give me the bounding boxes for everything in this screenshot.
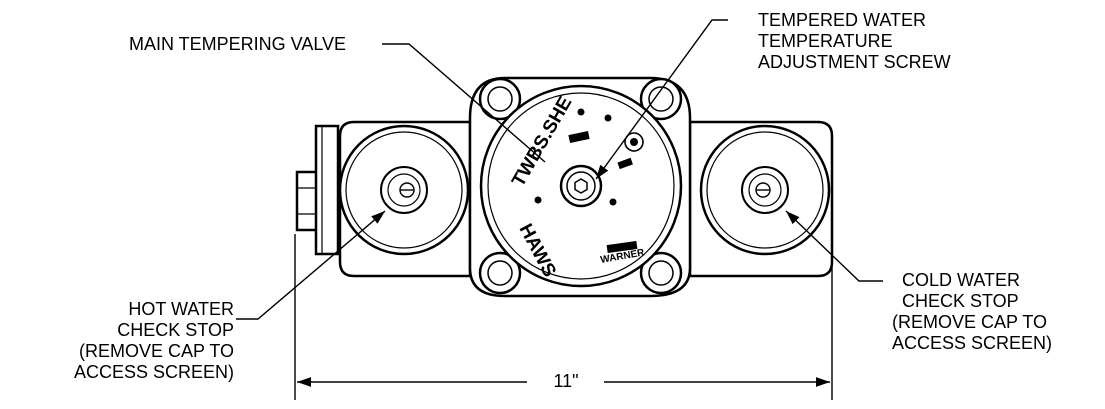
cold-check-stop — [699, 124, 831, 256]
dimension-line — [294, 234, 833, 400]
callout-line: COLD WATER — [902, 270, 1021, 290]
callout-line: CHECK STOP — [902, 291, 1019, 311]
callout-line: (REMOVE CAP TO — [78, 341, 234, 361]
callout-line: HOT WATER — [128, 299, 234, 319]
callout-line: CHECK STOP — [117, 320, 234, 340]
tempered-water-callout: TEMPERED WATER TEMPERATURE ADJUSTMENT SC… — [758, 10, 951, 73]
callout-line: (REMOVE CAP TO — [892, 312, 1048, 332]
hot-check-stop — [338, 124, 470, 256]
leader-lines — [236, 19, 883, 320]
hot-water-callout: HOT WATER CHECK STOP (REMOVE CAP TO ACCE… — [20, 299, 234, 383]
callout-line: TEMPERED WATER — [758, 10, 927, 30]
callout-line: ACCESS SCREEN) — [73, 362, 234, 382]
main-valve-callout: MAIN TEMPERING VALVE — [129, 34, 347, 54]
callout-line: ACCESS SCREEN) — [892, 333, 1053, 353]
hex-nut — [295, 124, 340, 256]
callout-line: ADJUSTMENT SCREW — [758, 52, 951, 72]
callout-line: TEMPERATURE — [758, 31, 893, 51]
main-valve-cap — [468, 76, 692, 298]
cold-water-callout: COLD WATER CHECK STOP (REMOVE CAP TO ACC… — [892, 270, 1052, 354]
dimension-width-label: 11" — [553, 371, 579, 391]
